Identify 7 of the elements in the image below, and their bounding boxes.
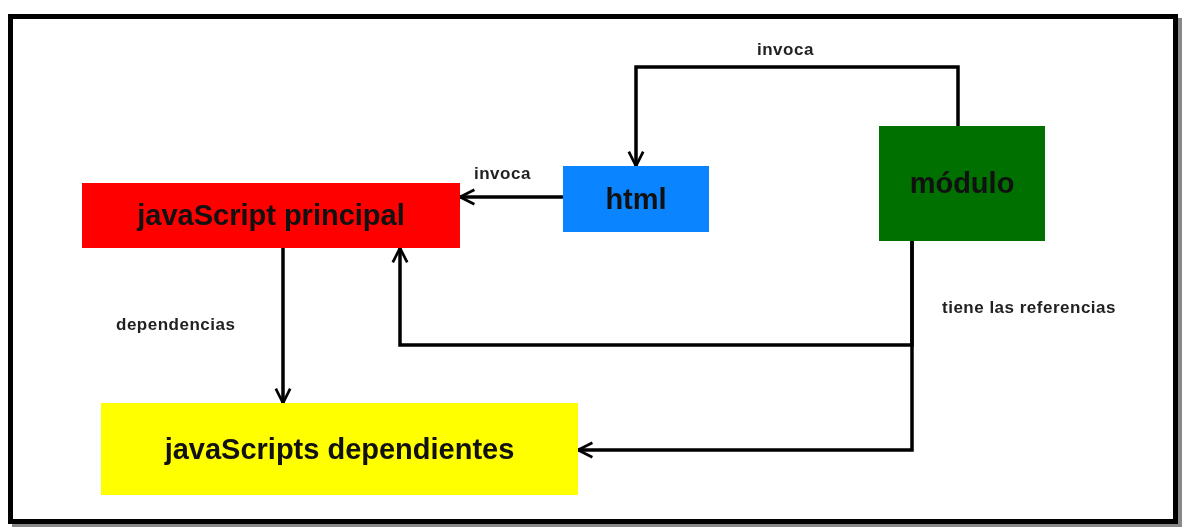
process-box: módulo: [879, 126, 1045, 241]
process-box: javaScript principal: [82, 183, 460, 248]
arrow: [627, 65, 960, 168]
process-box: html: [563, 166, 709, 232]
arrow: [274, 248, 292, 405]
process-box: javaScripts dependientes: [101, 403, 578, 495]
edge-label: dependencias: [116, 315, 236, 335]
